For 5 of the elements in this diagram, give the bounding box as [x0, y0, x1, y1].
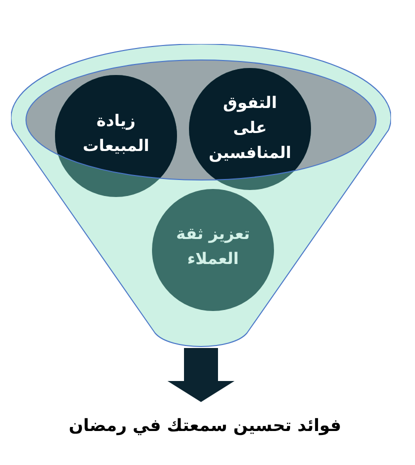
circle-node: زيادة المبيعات	[55, 75, 177, 197]
circle-node: تعزيز ثقة العملاء	[152, 189, 274, 311]
funnel	[11, 44, 391, 348]
result-text: فوائد تحسين سمعتك في رمضان	[68, 402, 342, 438]
block-arrow	[168, 348, 234, 402]
